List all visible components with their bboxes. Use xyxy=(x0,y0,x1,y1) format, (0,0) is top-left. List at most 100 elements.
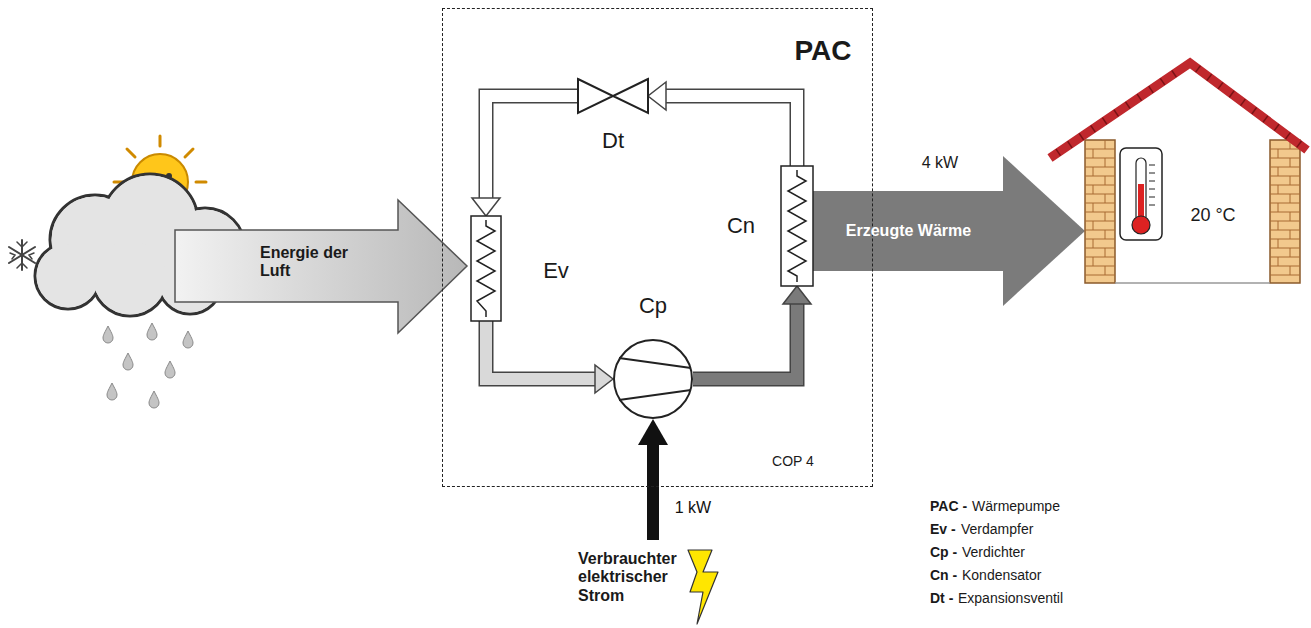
raindrop xyxy=(103,326,113,343)
legend-key: Cp - xyxy=(930,544,957,560)
compressor: Cp xyxy=(613,339,693,419)
shingle-mark xyxy=(1252,108,1257,114)
expansion-valve-shape xyxy=(578,79,648,113)
house-drawing xyxy=(1050,63,1307,283)
scale-tick xyxy=(1149,197,1155,198)
house-shape xyxy=(1085,60,1300,283)
brick-joint xyxy=(1290,194,1291,203)
shingle-mark xyxy=(1160,78,1164,85)
brick-joint xyxy=(1270,212,1300,213)
brick-joint xyxy=(1085,257,1115,258)
thermometer-scale xyxy=(1149,165,1155,205)
raindrop xyxy=(149,391,159,408)
flow-arrow xyxy=(813,156,1085,306)
heat-pump-boundary: PACCOP 4DtEvCpCn xyxy=(442,8,873,487)
legend-key: Dt - xyxy=(930,590,953,606)
condenser-shape xyxy=(781,166,813,286)
shingle-mark xyxy=(1091,125,1095,132)
brick-joint xyxy=(1270,185,1300,186)
floor-line xyxy=(1115,282,1270,284)
expansion-valve-drawing xyxy=(578,79,648,113)
part-label: Cp xyxy=(639,293,667,318)
evaporator-drawing xyxy=(471,216,501,321)
arrow-outline xyxy=(486,321,596,379)
shingle-mark xyxy=(1126,102,1130,109)
part-label: Ev xyxy=(543,258,569,283)
exchanger-body xyxy=(781,166,813,286)
shingle-mark xyxy=(1229,91,1234,97)
power-supply-drawing xyxy=(688,550,718,624)
flow-arrow xyxy=(638,419,668,540)
arrow-body xyxy=(486,321,596,379)
flow-label: Energie der Luft xyxy=(260,244,372,281)
roof-shingles xyxy=(1056,66,1301,156)
exchanger-coil xyxy=(788,170,806,282)
brick-joint xyxy=(1085,266,1115,267)
room-temperature: 20 °C xyxy=(1190,205,1235,226)
brick-joint xyxy=(1278,167,1279,176)
expansion-valve: Dt xyxy=(578,79,648,113)
legend-text: Expansionsventil xyxy=(958,590,1063,606)
evaporator: Ev xyxy=(471,216,501,321)
house: 20 °C xyxy=(1085,60,1300,283)
brick-joint xyxy=(1278,257,1279,266)
sun-ray xyxy=(159,136,162,146)
roof xyxy=(1050,63,1307,158)
raindrop xyxy=(183,331,193,348)
raindrop xyxy=(123,353,133,370)
brick-joint xyxy=(1105,194,1106,203)
sun-ray xyxy=(127,149,135,157)
snowflake-arm xyxy=(9,247,35,263)
brick-joint xyxy=(1278,203,1279,212)
legend-text: Wärmepumpe xyxy=(972,498,1060,514)
arrow-head xyxy=(638,419,668,445)
raindrops xyxy=(103,323,193,408)
power-caption: Verbrauchter elektrischer Strom xyxy=(578,550,682,605)
evaporator-shape xyxy=(471,216,501,321)
brick-joint xyxy=(1270,230,1300,231)
brick-joint xyxy=(1085,158,1115,159)
legend-key: Ev - xyxy=(930,521,956,537)
brick-joint xyxy=(1085,185,1115,186)
brick-joint xyxy=(1093,185,1094,194)
shingle-mark xyxy=(1137,94,1141,101)
brick-joint xyxy=(1270,167,1300,168)
shingle-mark xyxy=(1274,124,1279,130)
snowflake-branches xyxy=(10,242,34,268)
cloud-puff xyxy=(94,242,167,315)
shingle-mark xyxy=(1207,74,1212,80)
shingle-mark xyxy=(1218,82,1223,88)
brick-joint xyxy=(1085,248,1115,249)
arrow-body xyxy=(647,444,659,540)
brick-pattern xyxy=(1270,140,1300,275)
brick-joint xyxy=(1270,158,1300,159)
brick-joint xyxy=(1085,203,1115,204)
exchanger-coil xyxy=(477,220,495,317)
arrow-body xyxy=(693,303,797,379)
power-supply: Verbrauchter elektrischer Strom xyxy=(570,548,725,626)
brick-joint xyxy=(1105,248,1106,257)
brick-joint xyxy=(1105,140,1106,149)
scale-tick xyxy=(1149,181,1155,182)
sun-ray xyxy=(196,181,206,184)
shingle-mark xyxy=(1263,116,1268,122)
arrow-body xyxy=(486,96,578,199)
brick-joint xyxy=(1290,266,1291,275)
brick-joint xyxy=(1105,176,1106,185)
arrow-head xyxy=(648,82,666,110)
exchanger-body xyxy=(471,216,501,321)
brick-joint xyxy=(1270,221,1300,222)
arrow-outline xyxy=(486,96,578,199)
shingle-mark xyxy=(1114,110,1118,117)
part-label: Dt xyxy=(602,128,624,153)
shingle-mark xyxy=(1297,141,1302,147)
arrow-head xyxy=(472,198,500,216)
sun-ray xyxy=(185,149,193,157)
compressor-body xyxy=(614,340,692,418)
thermometer-tube xyxy=(1136,158,1146,222)
flow-arrow xyxy=(486,321,613,393)
brick-joint xyxy=(1085,221,1115,222)
brick-joint xyxy=(1270,149,1300,150)
